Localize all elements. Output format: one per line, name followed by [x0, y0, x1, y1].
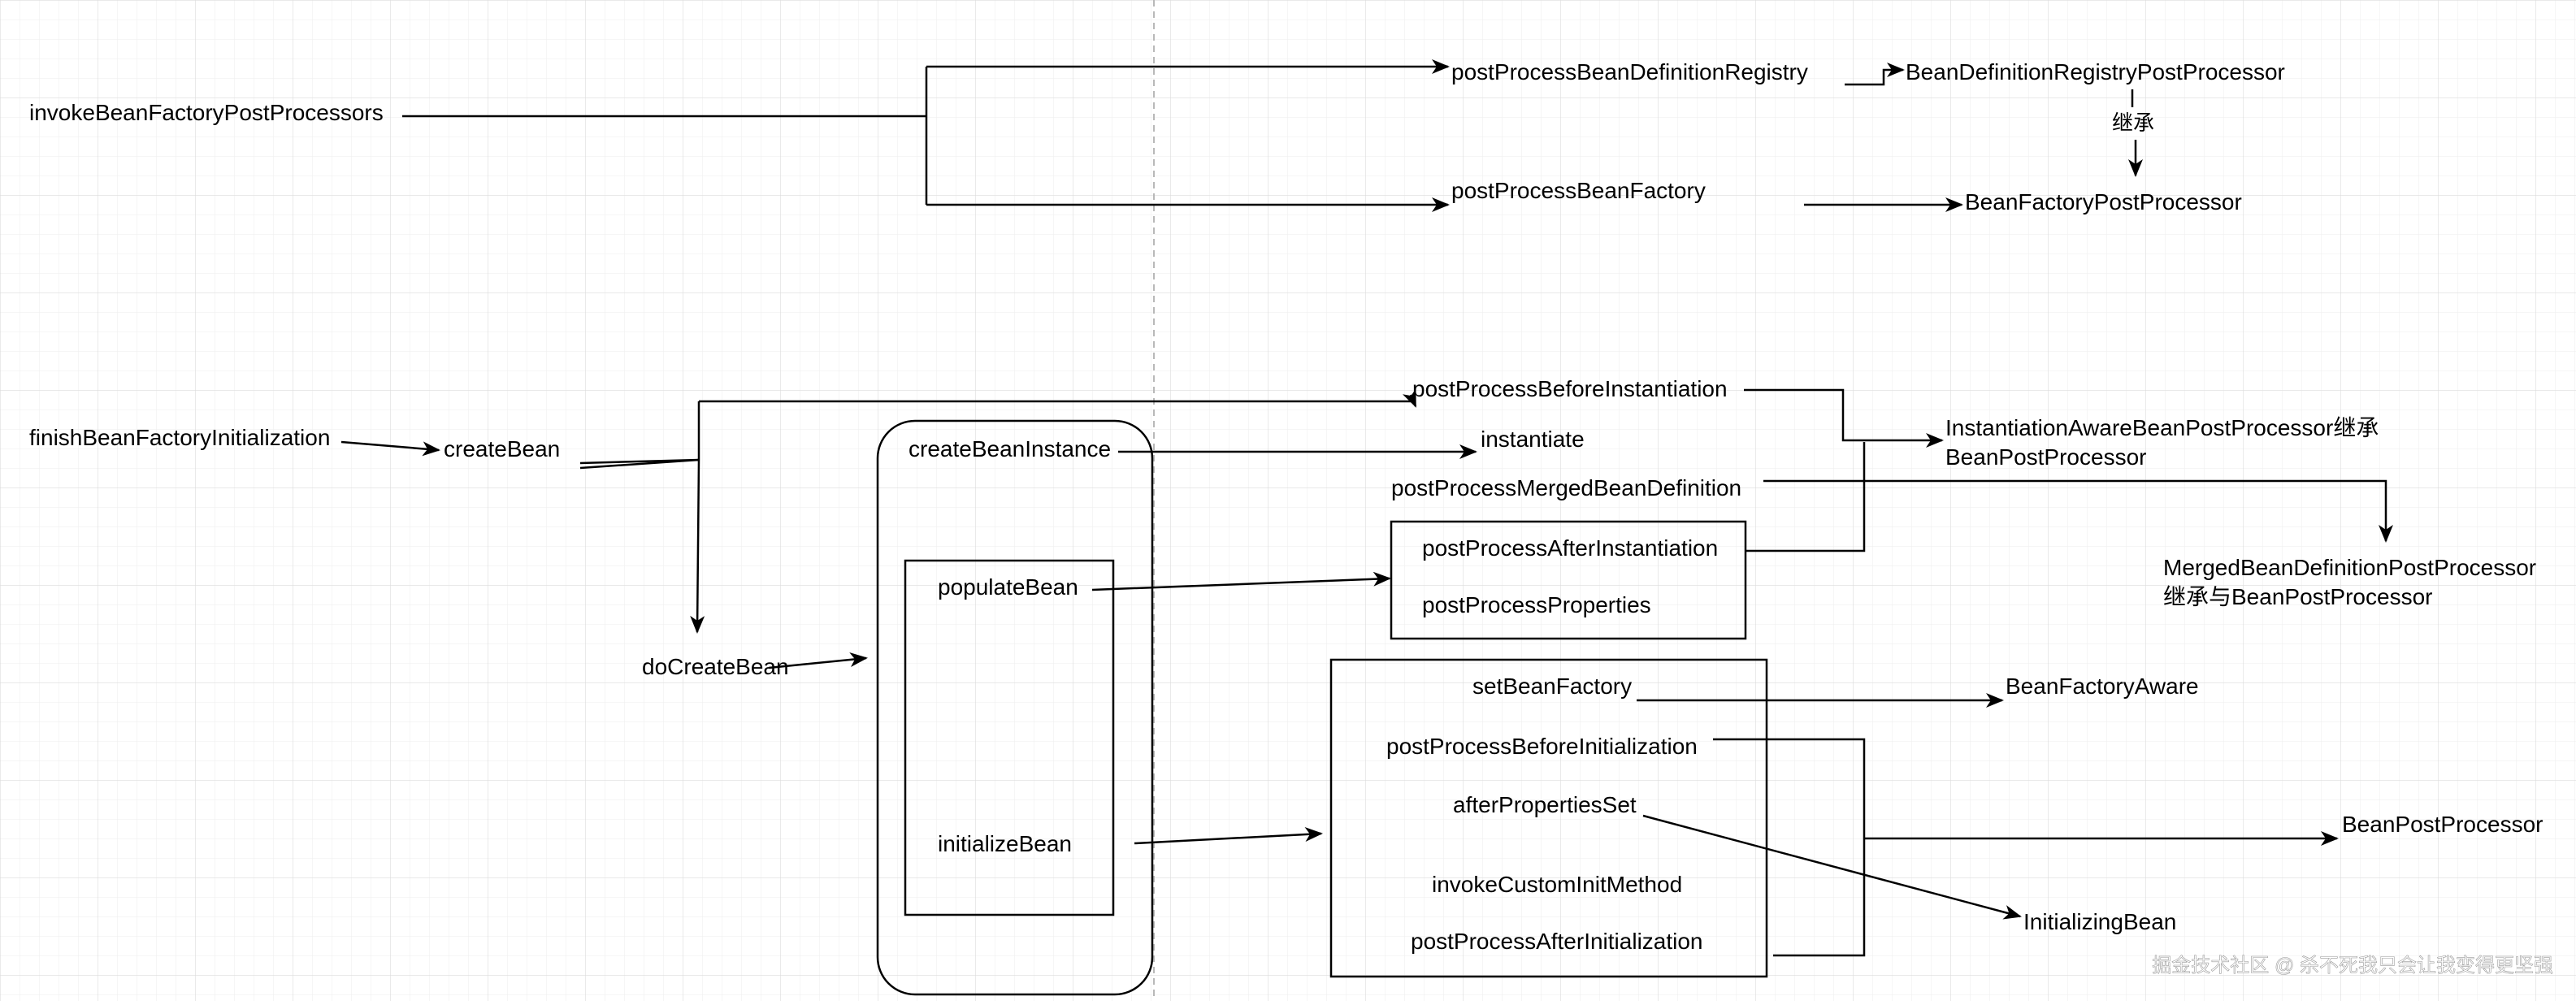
label-setBeanFactory[interactable]: setBeanFactory [1472, 674, 1632, 699]
watermark-text: 掘金技术社区 @ 杀不死我只会让我变得更坚强 [2152, 955, 2553, 977]
edge-initializeBean-to-box[interactable] [1134, 827, 1323, 845]
edge-populateBean-to-box[interactable] [1091, 571, 1391, 591]
doCreateBean-container[interactable] [876, 419, 1154, 996]
edge-to-doCreateBean[interactable] [690, 459, 705, 634]
label-initializeBean[interactable]: initializeBean [938, 831, 1072, 856]
populate-callbacks-box[interactable] [1390, 520, 1747, 640]
edge-createBean-out-2[interactable] [579, 458, 700, 470]
label-afterPropertiesSet[interactable]: afterPropertiesSet [1453, 792, 1637, 817]
edge-ppMerged-to-mbdpp[interactable] [1763, 479, 2393, 543]
edge-ppBDR-to-bdrpp[interactable] [1845, 63, 1905, 86]
label-invokeCustomInitMethod[interactable]: invokeCustomInitMethod [1432, 872, 1682, 897]
edge-ppBeforeInst-to-iabpp[interactable] [1744, 388, 1944, 448]
label-doCreateBean[interactable]: doCreateBean [642, 654, 789, 679]
label-BeanFactoryAware[interactable]: BeanFactoryAware [2006, 674, 2199, 699]
label-iabpp-line2[interactable]: BeanPostProcessor [1945, 444, 2146, 470]
label-BeanDefinitionRegistryPostProcessor[interactable]: BeanDefinitionRegistryPostProcessor [1906, 59, 2285, 84]
label-postProcessProperties[interactable]: postProcessProperties [1422, 592, 1651, 617]
label-iabpp-line1[interactable]: InstantiationAwareBeanPostProcessor继承 [1945, 415, 2379, 440]
edge-ppAfterInst-to-iabpp[interactable] [1746, 442, 1866, 552]
label-postProcessBeforeInstantiation[interactable]: postProcessBeforeInstantiation [1412, 376, 1728, 401]
label-createBean[interactable]: createBean [444, 436, 560, 461]
label-populateBean[interactable]: populateBean [938, 574, 1078, 600]
edge-doCreateBean-to-container[interactable] [768, 652, 868, 669]
label-postProcessAfterInstantiation[interactable]: postProcessAfterInstantiation [1422, 535, 1718, 561]
inner-box[interactable] [904, 559, 1115, 916]
label-BeanPostProcessor[interactable]: BeanPostProcessor [2342, 812, 2543, 837]
label-InitializingBean[interactable]: InitializingBean [2023, 909, 2176, 934]
label-invokeBeanFactoryPostProcessors[interactable]: invokeBeanFactoryPostProcessors [29, 100, 384, 125]
edge-bpp-bracket[interactable] [1713, 738, 1866, 957]
label-instantiate[interactable]: instantiate [1481, 427, 1585, 452]
label-createBeanInstance[interactable]: createBeanInstance [909, 436, 1111, 461]
edge-finish-to-createBean[interactable] [340, 440, 440, 457]
label-mbdpp-line1[interactable]: MergedBeanDefinitionPostProcessor [2163, 555, 2536, 580]
label-postProcessBeanDefinitionRegistry[interactable]: postProcessBeanDefinitionRegistry [1451, 59, 1808, 84]
label-postProcessBeforeInitialization[interactable]: postProcessBeforeInitialization [1386, 734, 1698, 759]
label-mbdpp-line2[interactable]: 继承与BeanPostProcessor [2163, 584, 2432, 609]
init-callbacks-box[interactable] [1329, 658, 1768, 978]
label-postProcessMergedBeanDefinition[interactable]: postProcessMergedBeanDefinition [1391, 475, 1741, 500]
label-BeanFactoryPostProcessor[interactable]: BeanFactoryPostProcessor [1965, 189, 2242, 214]
label-postProcessBeanFactory[interactable]: postProcessBeanFactory [1451, 178, 1706, 203]
label-inherit[interactable]: 继承 [2112, 110, 2154, 135]
edge-afterPropsSet-to-initializingBean[interactable] [1642, 814, 2022, 920]
edge-to-ppBeforeInst-arrow[interactable] [1402, 388, 1417, 408]
label-finishBeanFactoryInitialization[interactable]: finishBeanFactoryInitialization [29, 425, 330, 450]
label-postProcessAfterInitialization[interactable]: postProcessAfterInitialization [1411, 929, 1703, 954]
